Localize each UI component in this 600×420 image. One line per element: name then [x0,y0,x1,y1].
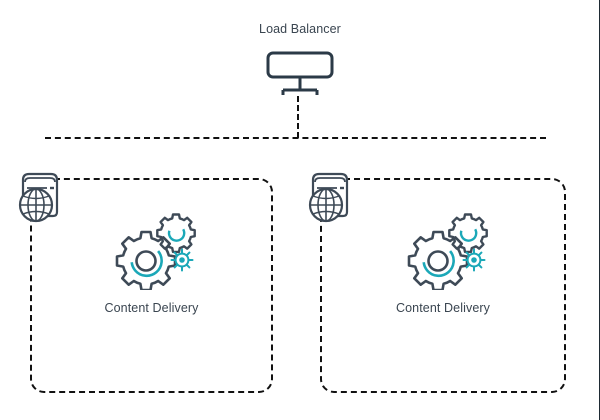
load-balancer-connector [297,96,299,138]
zone-container-1 [320,178,566,393]
distribution-bus-connector [45,137,546,139]
server-globe-icon [13,168,65,229]
load-balancer-title: Load Balancer [259,22,341,36]
gears-icon [404,212,496,295]
monitor-icon [265,50,335,103]
zone-label-1: Content Delivery [395,301,490,315]
zone-container-0 [30,178,273,393]
gears-icon [112,212,204,295]
zone-label-0: Content Delivery [104,301,199,315]
server-globe-icon [303,168,355,229]
